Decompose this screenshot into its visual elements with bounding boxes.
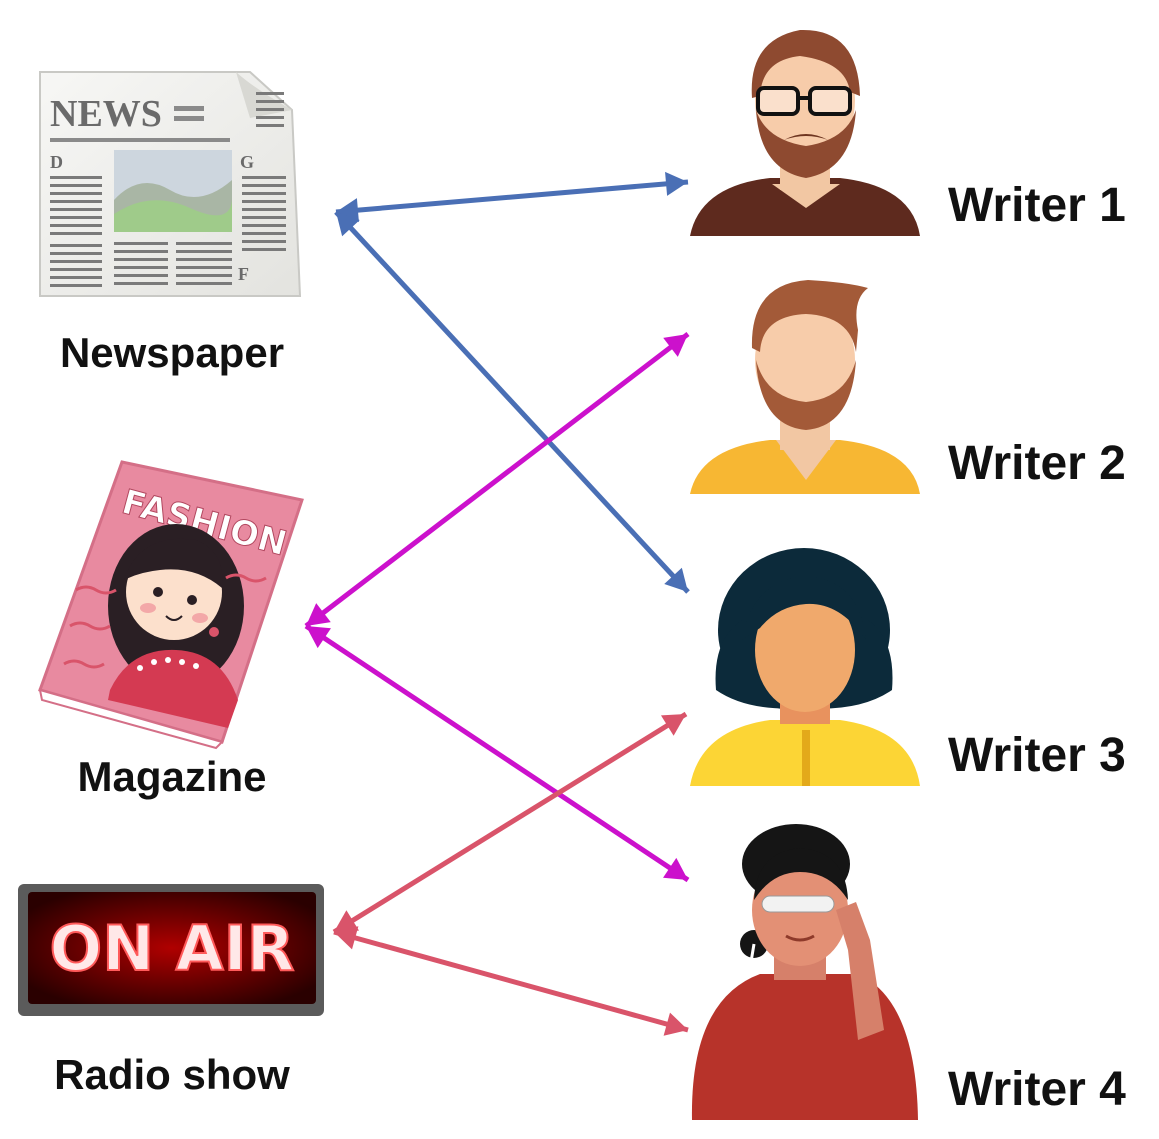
media-label-radio-show: Radio show bbox=[54, 1051, 290, 1098]
arrowhead-newspaper-end bbox=[336, 198, 359, 223]
arrowhead-writer1-end bbox=[665, 171, 688, 196]
on-air-sign-icon: ON AIR bbox=[18, 884, 324, 1016]
writer-label-2: Writer 2 bbox=[948, 437, 1126, 490]
arrow-radio-to-writer4 bbox=[333, 929, 689, 1033]
writer-4-avatar bbox=[691, 824, 918, 1120]
connection-arrows bbox=[304, 171, 690, 1036]
arrowhead-magazine-end bbox=[306, 626, 331, 649]
arrowhead-writer3-end bbox=[664, 567, 688, 592]
arrowhead-writer2-end bbox=[663, 334, 688, 357]
newspaper-letter-d: D bbox=[50, 152, 63, 172]
newspaper-letter-f: F bbox=[238, 264, 249, 284]
arrow-newspaper-to-writer3 bbox=[334, 210, 690, 594]
arrow-newspaper-to-writer1 bbox=[335, 179, 689, 215]
writer-label-4: Writer 4 bbox=[948, 1063, 1126, 1116]
arrowhead-writer4-end bbox=[663, 857, 688, 880]
writer-1-avatar bbox=[690, 29, 920, 236]
arrowhead-writer3-end bbox=[660, 714, 686, 736]
newspaper-letter-g: G bbox=[240, 152, 254, 172]
arrowhead-newspaper-end bbox=[336, 212, 360, 237]
arrowhead-magazine-end bbox=[306, 603, 331, 626]
writer-label-1: Writer 1 bbox=[948, 179, 1126, 232]
arrow-magazine-to-writer4 bbox=[304, 623, 690, 883]
arrowhead-radio-end bbox=[334, 926, 359, 950]
arrowhead-radio-end bbox=[334, 910, 360, 932]
arrowhead-writer4-end bbox=[663, 1012, 688, 1036]
media-label-newspaper: Newspaper bbox=[59, 329, 285, 376]
writer-label-3: Writer 3 bbox=[948, 729, 1126, 782]
newspaper-icon: NEWS D G F bbox=[39, 71, 302, 297]
newspaper-masthead: NEWS bbox=[50, 93, 162, 135]
arrow-magazine-to-writer2 bbox=[304, 332, 690, 628]
on-air-text: ON AIR bbox=[50, 912, 295, 985]
writer-2-avatar bbox=[690, 280, 920, 494]
writer-3-avatar bbox=[690, 548, 920, 786]
arrow-radio-to-writer3 bbox=[332, 711, 688, 935]
magazine-icon: FASHION bbox=[38, 460, 304, 750]
media-label-magazine: Magazine bbox=[77, 753, 267, 800]
